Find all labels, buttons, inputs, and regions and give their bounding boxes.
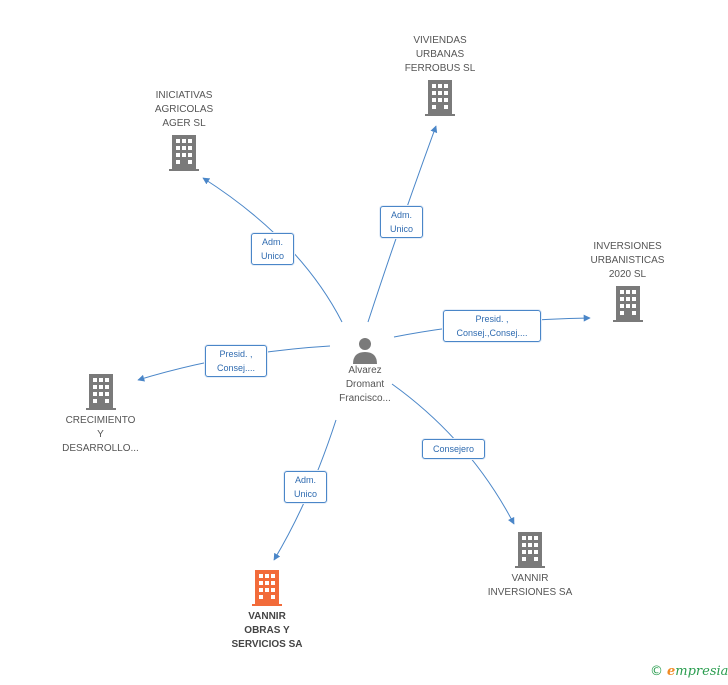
company-name: INVERSIONES URBANISTICAS 2020 SL <box>590 241 665 280</box>
building-icon <box>425 80 455 116</box>
company-node-iniciativas[interactable]: INICIATIVAS AGRICOLAS AGER SL <box>134 89 234 171</box>
building-icon <box>85 374 116 410</box>
building-icon <box>515 532 545 568</box>
building-icon <box>169 135 199 171</box>
building-icon-focus <box>252 570 282 606</box>
role-label-crecimiento[interactable]: Presid. , Consej.... <box>205 345 267 377</box>
company-node-viviendas[interactable]: VIVIENDAS URBANAS FERROBUS SL <box>390 34 490 116</box>
brand-initial: e <box>667 664 676 679</box>
role-label-iniciativas[interactable]: Adm. Unico <box>251 233 294 265</box>
empresia-logo[interactable]: © empresia <box>650 664 728 679</box>
company-node-inversiones-urbanisticas[interactable]: INVERSIONES URBANISTICAS 2020 SL <box>575 240 680 322</box>
person-name: Alvarez Dromant Francisco... <box>339 365 391 404</box>
company-name: INICIATIVAS AGRICOLAS AGER SL <box>154 90 214 129</box>
copyright-symbol: © <box>650 664 663 679</box>
company-node-vannir-inversiones[interactable]: VANNIR INVERSIONES SA <box>475 532 585 600</box>
brand-name: mpresia <box>675 664 728 679</box>
company-node-vannir-obras[interactable]: VANNIR OBRAS Y SERVICIOS SA <box>212 570 322 652</box>
company-node-crecimiento[interactable]: CRECIMIENTO Y DESARROLLO... <box>48 374 153 456</box>
person-node-center[interactable]: Alvarez Dromant Francisco... <box>320 336 410 406</box>
company-name: VANNIR INVERSIONES SA <box>487 573 573 598</box>
role-label-inversiones-urbanisticas[interactable]: Presid. , Consej.,Consej.... <box>443 310 541 342</box>
role-label-vannir-inversiones[interactable]: Consejero <box>422 439 485 459</box>
building-icon <box>612 286 643 322</box>
company-name: VANNIR OBRAS Y SERVICIOS SA <box>231 611 303 650</box>
company-name: VIVIENDAS URBANAS FERROBUS SL <box>404 35 476 74</box>
company-name: CRECIMIENTO Y DESARROLLO... <box>62 415 139 454</box>
person-icon <box>353 338 377 364</box>
role-label-viviendas[interactable]: Adm. Unico <box>380 206 423 238</box>
role-label-vannir-obras[interactable]: Adm. Unico <box>284 471 327 503</box>
